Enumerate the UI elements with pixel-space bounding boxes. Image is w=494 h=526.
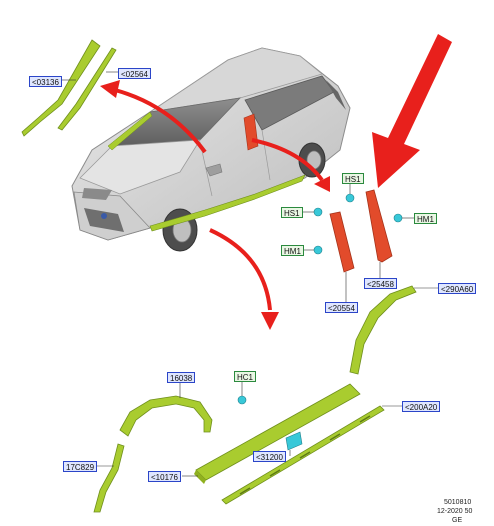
label-20554: <20554 — [325, 302, 358, 313]
car-windshield-trim-green — [107, 111, 153, 151]
label-hc1: HC1 — [234, 371, 257, 382]
sill-and-arch-parts — [93, 285, 438, 513]
arrow-to-windshield-head — [100, 80, 120, 98]
car-headlight — [82, 188, 112, 200]
part-200a20-lower-strip — [221, 405, 385, 505]
part-25458 — [365, 189, 393, 263]
label-17c829: 17C829 — [63, 461, 98, 472]
clip-hc1 — [237, 395, 247, 405]
car-grille — [84, 208, 124, 232]
part-20554 — [329, 211, 355, 273]
windshield-moulding-parts — [21, 39, 118, 137]
arrow-to-sill-shaft — [209, 228, 272, 311]
arrow-to-sill-head — [261, 312, 279, 330]
part-03136 — [21, 39, 101, 137]
label-10176: <10176 — [148, 471, 181, 482]
label-31200: <31200 — [253, 451, 286, 462]
footer-date-code: 12-2020 50 — [437, 508, 473, 515]
car-rear-window — [326, 80, 346, 110]
clip-hs1-top — [345, 193, 355, 203]
label-hs1-top: HS1 — [342, 173, 364, 184]
label-25458: <25458 — [364, 278, 397, 289]
clip-hm1-left — [313, 245, 323, 255]
footer-ref-number: 5010810 — [444, 499, 472, 506]
part-02564 — [57, 47, 117, 131]
part-10176-rocker-face — [194, 470, 206, 484]
label-02564: <02564 — [118, 68, 151, 79]
label-16038: 16038 — [167, 372, 196, 383]
arrow-to-pillar-shaft — [251, 138, 324, 182]
arrow-to-pillar-head — [314, 176, 330, 192]
part-10176-rocker-sill — [195, 383, 361, 481]
part-31200-sill-tab — [285, 431, 303, 451]
clip-hs1-left — [313, 207, 323, 217]
label-200a20: <200A20 — [402, 401, 441, 412]
part-290a60-rear-arch — [349, 285, 417, 375]
red-arrows — [100, 34, 452, 330]
side-mirror — [205, 163, 223, 177]
pillar-trim-parts — [300, 184, 414, 302]
label-hm1-left: HM1 — [281, 245, 304, 256]
car-illustration — [71, 47, 351, 252]
arrow-to-windshield-shaft — [114, 88, 207, 154]
car-hood — [79, 139, 201, 195]
car-side-sill-green — [149, 174, 306, 232]
part-16038-front-arch — [119, 395, 213, 437]
label-290a60: <290A60 — [438, 283, 477, 294]
ford-logo-icon — [101, 213, 107, 219]
label-hm1-right: HM1 — [414, 213, 437, 224]
label-hs1-left: HS1 — [281, 207, 303, 218]
big-pointer-arrow — [372, 34, 452, 188]
part-17c829-front-arch-lower — [93, 443, 125, 513]
strip-clip-dots — [239, 415, 371, 495]
label-03136: <03136 — [29, 76, 62, 87]
clip-hm1-right — [393, 213, 403, 223]
footer-region-code: GE — [452, 517, 463, 524]
